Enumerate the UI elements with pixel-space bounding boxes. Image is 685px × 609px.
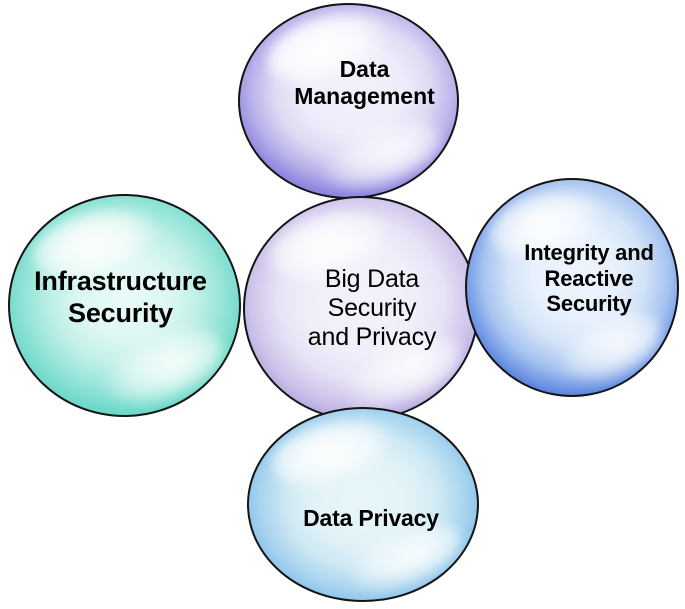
bubble-label-data-management: Data Management	[294, 56, 435, 109]
bubble-highlight-bottom-icon	[314, 106, 448, 197]
bubble-integrity-and-reactive-security[interactable]: Integrity and Reactive Security	[465, 178, 679, 397]
bubble-infrastructure-security[interactable]: Infrastructure Security	[8, 194, 241, 417]
bubble-label-center: Big Data Security and Privacy	[307, 265, 437, 351]
bubble-data-privacy[interactable]: Data Privacy	[247, 407, 479, 602]
bubble-highlight-top-icon	[263, 409, 401, 499]
bubble-data-management[interactable]: Data Management	[238, 3, 459, 199]
bubble-center-big-data-security-and-privacy[interactable]: Big Data Security and Privacy	[243, 196, 479, 421]
bubble-label-infrastructure-security: Infrastructure Security	[34, 266, 207, 328]
bubble-label-data-privacy: Data Privacy	[303, 505, 439, 532]
bubble-label-integrity-and-reactive-security: Integrity and Reactive Security	[524, 240, 654, 317]
